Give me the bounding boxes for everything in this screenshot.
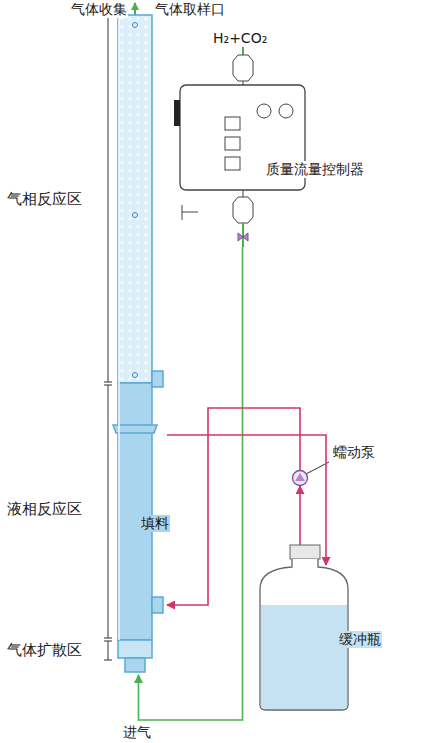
zone-brackets [104,16,112,660]
region-label: 气相反应区 [6,190,83,208]
device-label: 质量流量控制器 [265,161,365,178]
leader-lines [130,16,335,641]
region-label: 气体收集 [70,1,128,18]
reactor-column: 填料 [110,15,167,675]
flow-controller-drawing [180,55,305,247]
buffer-bottle: 缓冲瓶 [258,545,350,710]
peristaltic-pump-drawing [292,470,308,486]
gas-line [139,247,243,720]
liquid-line [299,486,301,551]
liquid-line [167,435,326,565]
region-label: 气体取样口 [154,1,226,18]
region-label: H₂+CO₂ [212,30,268,47]
packing-label: 填料 [140,515,170,532]
device-label: 缓冲瓶 [338,631,382,648]
device-label: 蠕动泵 [332,444,376,461]
reactor-column-drawing [110,15,167,675]
gas-out-arrow [134,3,136,15]
buffer-bottle-drawing [258,545,350,710]
peristaltic-pump: 蠕动泵 [292,470,308,486]
region-label: 气体扩散区 [6,641,83,659]
region-label: 液相反应区 [6,500,83,518]
inlet-label: 进气 [122,724,152,741]
flow-controller: 质量流量控制器 [180,55,305,247]
